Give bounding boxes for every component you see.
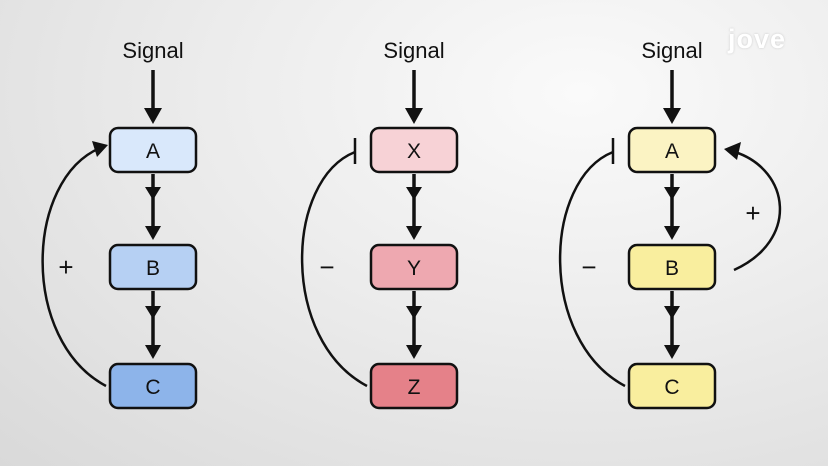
node-y — [369, 243, 459, 291]
node-x — [369, 126, 459, 174]
node-c — [627, 362, 717, 410]
node-a-label: A — [146, 140, 160, 163]
feedback-sign: − — [319, 252, 334, 282]
arrowhead-a-b-2 — [145, 226, 161, 240]
feedback-curve-positive — [41, 146, 107, 388]
node-a — [627, 126, 717, 174]
signal-arrowhead — [663, 108, 681, 124]
arrowhead-a-b-1 — [145, 187, 161, 200]
node-a — [108, 126, 198, 174]
node-a-label: A — [665, 140, 679, 163]
node-z — [369, 362, 459, 410]
signal-label: Signal — [641, 38, 702, 63]
node-b-label: B — [146, 257, 160, 280]
arrowhead-y-z-1 — [406, 306, 422, 319]
feedback-arrowhead — [92, 141, 108, 157]
signal-arrowhead — [405, 108, 423, 124]
node-c-label: C — [145, 376, 160, 399]
node-b — [108, 243, 198, 291]
feedback-curve-positive — [733, 150, 782, 272]
arrowhead-b-c-1 — [664, 306, 680, 319]
arrowhead-x-y-1 — [406, 187, 422, 200]
arrowhead-x-y-2 — [406, 226, 422, 240]
node-b-label: B — [665, 257, 679, 280]
diagram-positive-feedback: Signal A B C + — [41, 38, 198, 410]
feedback-sign: + — [58, 252, 73, 282]
node-y-label: Y — [407, 257, 421, 280]
arrowhead-b-c-1 — [145, 306, 161, 319]
arrowhead-b-c-2 — [145, 345, 161, 359]
arrowhead-a-b-1 — [664, 187, 680, 200]
jove-logo: jove — [727, 24, 786, 54]
feedback-sign-positive: + — [745, 198, 760, 228]
feedback-curve-negative — [300, 150, 368, 388]
arrowhead-y-z-2 — [406, 345, 422, 359]
node-x-label: X — [407, 140, 421, 163]
arrowhead-b-c-2 — [664, 345, 680, 359]
feedback-arrowhead — [724, 142, 741, 160]
signal-arrowhead — [144, 108, 162, 124]
node-z-label: Z — [408, 376, 421, 399]
arrowhead-a-b-2 — [664, 226, 680, 240]
feedback-sign-negative: − — [581, 252, 596, 282]
node-b — [627, 243, 717, 291]
node-c-label: C — [664, 376, 679, 399]
diagram-mixed-feedback: Signal A B C − + — [558, 38, 782, 410]
signal-label: Signal — [383, 38, 444, 63]
feedback-curve-negative — [558, 150, 626, 388]
node-c — [108, 362, 198, 410]
diagram-negative-feedback: Signal X Y Z − — [300, 38, 459, 410]
signal-label: Signal — [122, 38, 183, 63]
